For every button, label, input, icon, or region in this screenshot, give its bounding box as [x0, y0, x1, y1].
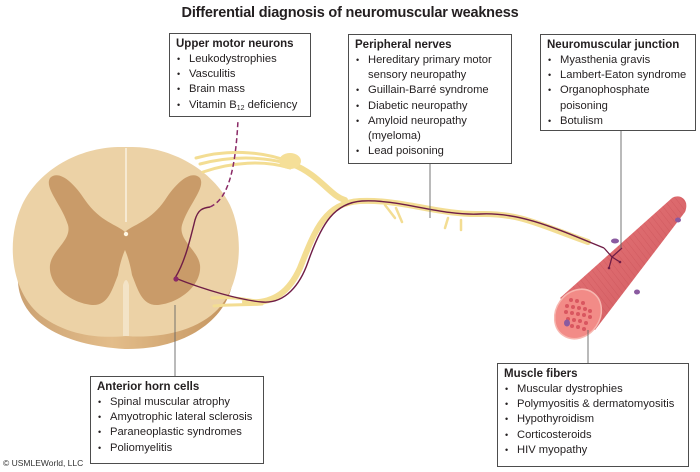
list-item: Organophosphate poisoning: [547, 83, 687, 113]
muscle-fiber-bundle: [553, 196, 687, 340]
anterior-horn-cells-box: Anterior horn cells Spinal muscular atro…: [90, 376, 264, 464]
dorsal-root-ganglion: [279, 153, 301, 169]
neuromuscular-junction-box: Neuromuscular junction Myasthenia gravis…: [540, 34, 696, 131]
list-item: Spinal muscular atrophy: [97, 395, 255, 410]
box-heading: Upper motor neurons: [176, 38, 294, 50]
vitamin-prefix: Vitamin B: [189, 98, 237, 111]
list-item: Paraneoplastic syndromes: [97, 425, 255, 440]
anterior-horn-cell-body: [173, 276, 179, 282]
box-heading: Anterior horn cells: [97, 381, 200, 393]
list-item-vitamin-b12: Vitamin B12 deficiency: [176, 98, 302, 116]
box-heading: Peripheral nerves: [355, 39, 452, 51]
central-canal: [123, 231, 129, 237]
peripheral-nerves-box: Peripheral nerves Hereditary primary mot…: [348, 34, 512, 164]
box-heading: Muscle fibers: [504, 368, 578, 380]
list-item: Botulism: [547, 114, 687, 129]
vitamin-subscript: 12: [236, 104, 245, 112]
list-item: Polymyositis & dermatomyositis: [504, 397, 680, 412]
copyright-notice: © USMLEWorld, LLC: [3, 458, 84, 468]
list-item: Guillain-Barré syndrome: [355, 83, 503, 98]
list-item: Vasculitis: [176, 67, 302, 82]
list-item: Muscular dystrophies: [504, 382, 680, 397]
muscle-fibril-dots: [564, 298, 592, 331]
vitamin-suffix: deficiency: [244, 98, 298, 111]
list-item: Hereditary primary motor sensory neuropa…: [355, 53, 503, 83]
list-item: Hypothyroidism: [504, 412, 680, 427]
peripheral-nerve: [194, 150, 591, 308]
upper-motor-neurons-box: Upper motor neurons Leukodystrophies Vas…: [169, 33, 311, 117]
list-item: Amyotrophic lateral sclerosis: [97, 410, 255, 425]
box-heading: Neuromuscular junction: [547, 39, 680, 51]
spinal-cord-gray-matter: [48, 175, 202, 306]
list-item: Lead poisoning: [355, 144, 503, 159]
list-item: Poliomyelitis: [97, 441, 255, 456]
list-item: Brain mass: [176, 82, 302, 97]
list-item: Myasthenia gravis: [547, 53, 687, 68]
list-item: HIV myopathy: [504, 443, 680, 458]
list-item: Amyloid neuropathy (myeloma): [355, 114, 503, 144]
list-item: Lambert-Eaton syndrome: [547, 68, 687, 83]
list-item: Leukodystrophies: [176, 52, 302, 67]
motor-end-plates: [564, 217, 681, 327]
list-item: Corticosteroids: [504, 428, 680, 443]
upper-motor-neuron-terminal: [174, 206, 211, 279]
lower-motor-neuron-axon: [174, 200, 605, 303]
muscle-fibers-box: Muscle fibers Muscular dystrophies Polym…: [497, 363, 689, 467]
nmj-axon-branches: [603, 247, 623, 269]
leader-lines: [174, 131, 622, 376]
spinal-cord: [12, 146, 239, 350]
anterior-median-fissure: [123, 280, 129, 336]
list-item: Diabetic neuropathy: [355, 99, 503, 114]
diagram-title: Differential diagnosis of neuromuscular …: [181, 5, 519, 21]
